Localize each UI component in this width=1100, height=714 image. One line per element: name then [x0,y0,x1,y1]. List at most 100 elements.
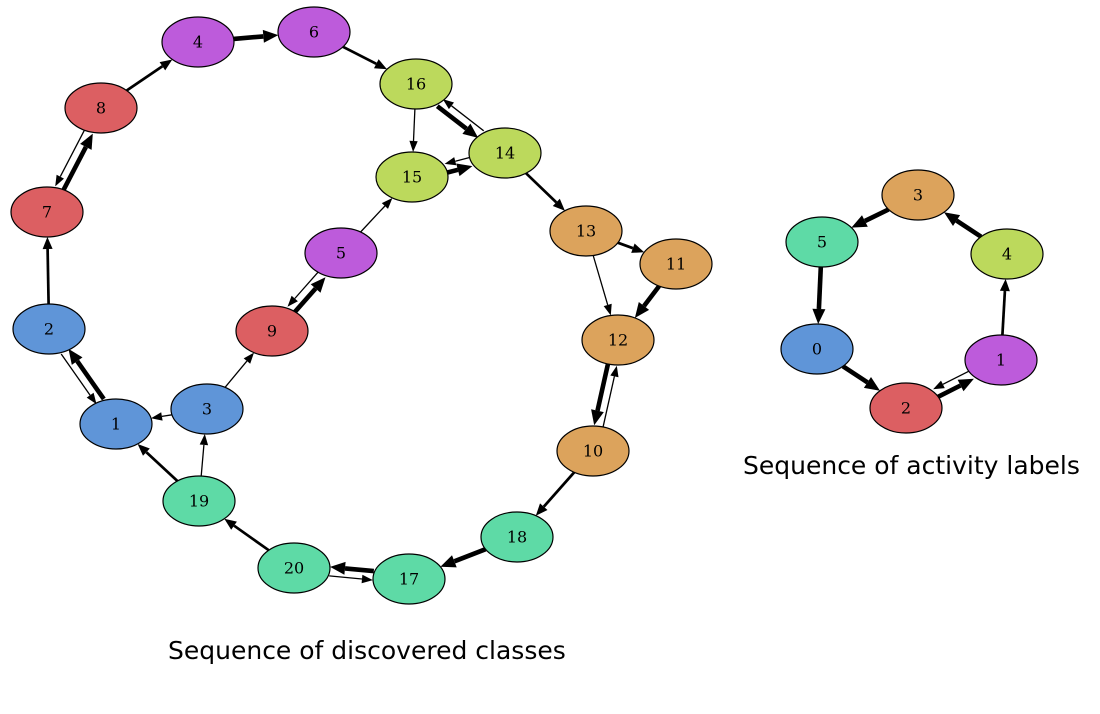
edge-14-to-15 [444,156,471,166]
edge-5-to-15 [360,198,393,233]
node-6: 6 [277,6,351,58]
edge-14-to-13 [525,172,565,211]
edge-9-to-5 [292,277,326,315]
node-label: 15 [402,168,422,187]
edge-3-to-1 [151,412,173,421]
node-11: 11 [639,238,713,290]
node-ellipse [10,186,84,238]
node-9: 9 [235,305,309,357]
edge-13-to-11 [617,241,645,253]
edge-15-to-14 [446,163,473,177]
edge-a1-to-a2 [933,370,971,390]
node-a2: 2 [869,382,943,434]
edge-6-to-16 [342,45,387,70]
edge-a3-to-a5 [851,207,890,228]
node-ellipse [12,303,86,355]
node-label: 5 [817,233,827,252]
node-18: 18 [480,511,554,563]
edge-a1-to-a4 [999,279,1010,336]
node-label: 19 [189,492,209,511]
node-14: 14 [468,127,542,179]
edge-5-to-9 [287,270,320,307]
edge-1-to-2 [68,348,106,401]
node-ellipse [869,382,943,434]
node-label: 1 [996,351,1006,370]
node-label: 11 [666,255,686,274]
node-label: 9 [267,322,277,341]
node-2: 2 [12,303,86,355]
node-ellipse [170,383,244,435]
node-ellipse [556,425,630,477]
node-ellipse [257,542,331,594]
edge-20-to-17 [329,574,373,584]
node-ellipse [970,228,1044,280]
node-17: 17 [372,553,446,605]
node-label: 18 [507,528,527,547]
node-a5: 5 [785,216,859,268]
node-label: 3 [202,400,212,419]
node-a0: 0 [780,323,854,375]
edge-19-to-3 [199,434,209,477]
node-ellipse [549,205,623,257]
node-ellipse [881,169,955,221]
edge-8-to-7 [55,129,86,187]
edge-8-to-4 [125,59,173,92]
node-label: 2 [901,399,911,418]
edge-16-to-14 [435,104,479,138]
edge-3-to-9 [224,352,254,388]
node-12: 12 [581,314,655,366]
edge-4-to-6 [233,29,279,43]
node-ellipse [468,127,542,179]
node-16: 16 [379,58,453,110]
node-3: 3 [170,383,244,435]
node-ellipse [785,216,859,268]
edge-2-to-1 [60,353,97,405]
node-label: 12 [608,331,628,350]
edge-2-to-7 [42,237,53,305]
node-ellipse [379,58,453,110]
edge-7-to-8 [61,133,93,192]
node-ellipse [162,475,236,527]
node-ellipse [372,553,446,605]
edge-17-to-20 [330,561,375,575]
node-5: 5 [304,227,378,279]
edge-10-to-12 [602,365,619,428]
node-label: 8 [96,99,106,118]
edge-layer [42,29,1010,584]
node-ellipse [375,151,449,203]
node-label: 6 [309,23,319,42]
node-label: 3 [913,186,923,205]
node-20: 20 [257,542,331,594]
activity-labels-caption: Sequence of activity labels [743,451,1080,480]
node-ellipse [277,6,351,58]
edge-19-to-1 [137,444,179,482]
node-ellipse [964,334,1038,386]
node-ellipse [480,511,554,563]
node-13: 13 [549,205,623,257]
node-19: 19 [162,475,236,527]
edge-20-to-19 [224,518,270,552]
node-label: 7 [42,203,52,222]
edge-10-to-18 [535,471,576,516]
node-label: 4 [1002,245,1012,264]
node-ellipse [780,323,854,375]
node-15: 15 [375,151,449,203]
node-a3: 3 [881,169,955,221]
node-label: 17 [399,570,419,589]
node-a4: 4 [970,228,1044,280]
edge-14-to-16 [442,99,485,132]
node-1: 1 [79,398,153,450]
node-ellipse [64,82,138,134]
node-4: 4 [161,16,235,68]
node-label: 20 [284,559,304,578]
edge-a4-to-a3 [944,212,983,239]
edge-a0-to-a2 [841,364,880,391]
node-label: 2 [44,320,54,339]
node-7: 7 [10,186,84,238]
edge-13-to-12 [592,255,612,316]
node-a1: 1 [964,334,1038,386]
edge-16-to-15 [409,108,418,152]
discovered-classes-caption: Sequence of discovered classes [168,636,566,665]
node-label: 5 [336,244,346,263]
